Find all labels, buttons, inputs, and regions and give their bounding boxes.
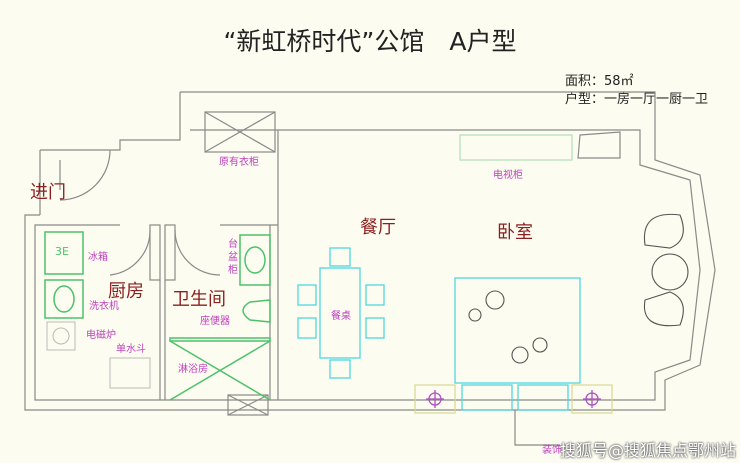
bed-flowers-icon (468, 290, 548, 364)
bay-chairs-icon (643, 213, 689, 327)
washer-icon (44, 279, 84, 319)
room-kitchen: 厨房 (108, 281, 144, 302)
basin-icon (239, 234, 271, 286)
label-shower: 淋浴房 (178, 364, 208, 375)
room-bedroom: 卧室 (497, 222, 533, 243)
dining-table-icon (319, 267, 361, 359)
room-bathroom: 卫生间 (172, 289, 226, 310)
layout-text: 户型：一房一厅一厨一卫 (565, 92, 709, 107)
tv-cabinet-icon (459, 134, 573, 161)
bathroom-door-icon (174, 229, 221, 276)
entrance-door-icon (59, 149, 111, 201)
label-sink: 单水斗 (116, 344, 146, 355)
label-tv-cabinet: 电视柜 (493, 170, 523, 181)
pillows-icon (461, 384, 569, 411)
induction-icon (46, 321, 76, 351)
toilet-icon (242, 299, 271, 323)
sink-icon (109, 357, 151, 389)
label-decor: 装饰 (542, 445, 562, 456)
wardrobe-icon (204, 111, 276, 153)
bedroom-cabinet-icon (577, 131, 621, 159)
shaft-icon (227, 394, 269, 416)
dining-chairs-icon (297, 247, 385, 379)
label-induction: 电磁炉 (86, 330, 116, 341)
kitchen-door-icon (109, 229, 151, 276)
shower-icon (169, 337, 271, 401)
watermark: 搜狐号@搜狐焦点鄂州站 (560, 441, 737, 460)
bed-icon (454, 277, 581, 384)
area-text: 面积：58㎡ (565, 74, 634, 89)
lamp-icons (426, 390, 601, 408)
walls (24, 91, 716, 446)
label-basin: 台盆柜 (228, 239, 238, 276)
kitchen-bath-fixtures (44, 231, 271, 401)
label-dining-table: 餐桌 (331, 311, 351, 322)
decor-leader-line (514, 410, 560, 446)
plan-title: “新虹桥时代”公馆 A户型 (223, 27, 517, 56)
label-fridge-mark: 3E (55, 245, 69, 258)
nightstands-icon (414, 384, 613, 414)
room-entrance: 进门 (30, 182, 66, 203)
label-wardrobe: 原有衣柜 (219, 157, 259, 168)
fridge-icon (44, 231, 84, 275)
label-washer: 洗衣机 (89, 301, 119, 312)
furniture (297, 134, 581, 411)
label-fridge: 冰箱 (88, 252, 108, 263)
room-dining: 餐厅 (360, 217, 396, 238)
label-toilet: 座便器 (200, 316, 230, 327)
